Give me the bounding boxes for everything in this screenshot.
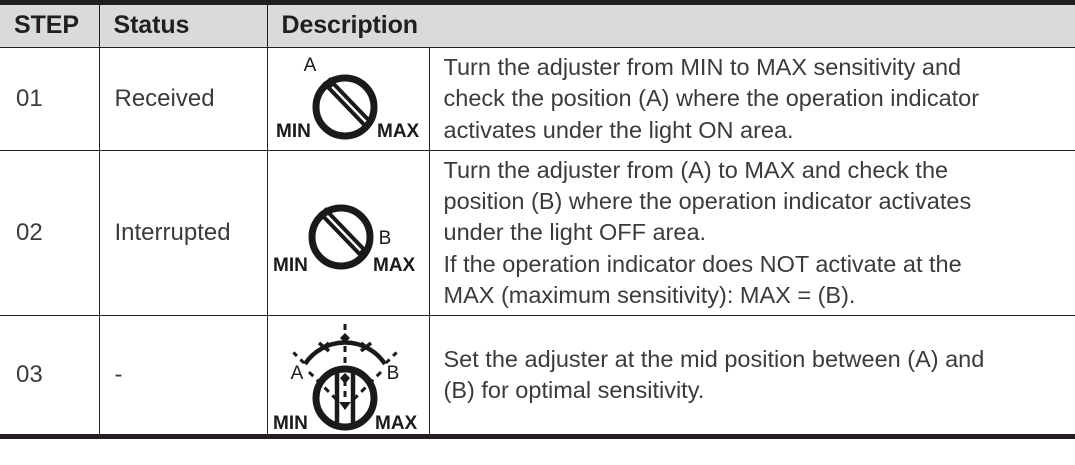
adjuster-procedure-table: STEP Status Description 01 Received A MI…: [0, 0, 1075, 439]
description-line: Turn the adjuster from MIN to MAX sensit…: [443, 54, 962, 80]
cell-status: Interrupted: [99, 150, 268, 317]
svg-text:B: B: [387, 363, 400, 384]
description-line: activates under the light ON area.: [443, 116, 794, 143]
adjuster-knob-position-b-icon: B MIN MAX: [268, 187, 429, 279]
table-row: 02 Interrupted B MIN MAX: [0, 150, 1075, 317]
description-line: If the operation indicator does NOT acti…: [443, 250, 962, 277]
description-line: MAX (maximum sensitivity): MAX = (B).: [443, 281, 856, 308]
header-row: STEP Status Description: [0, 0, 1075, 48]
column-header-status: Status: [99, 0, 268, 48]
description-line: position (B) where the operation indicat…: [443, 188, 972, 214]
cell-step: 02: [0, 150, 100, 317]
svg-text:MIN: MIN: [276, 121, 311, 142]
svg-text:MAX: MAX: [373, 255, 416, 276]
cell-step: 01: [0, 47, 100, 151]
cell-description: Turn the adjuster from MIN to MAX sensit…: [429, 47, 1075, 151]
cell-description: Turn the adjuster from (A) to MAX and ch…: [429, 150, 1075, 317]
description-line: under the light OFF area.: [443, 219, 707, 246]
table-row: 01 Received A MIN MAX: [0, 47, 1075, 151]
description-line: Turn the adjuster from (A) to MAX and ch…: [443, 156, 949, 183]
description-line: (B) for optimal sensitivity.: [443, 377, 705, 403]
adjuster-knob-position-a-icon: A MIN MAX: [268, 53, 429, 145]
cell-diagram: B MIN MAX: [267, 150, 430, 317]
column-header-description: Description: [267, 0, 1075, 48]
svg-text:B: B: [379, 228, 392, 249]
cell-description: Set the adjuster at the mid position bet…: [429, 315, 1075, 439]
svg-text:A: A: [304, 55, 317, 76]
cell-status: Received: [99, 47, 268, 151]
svg-text:MAX: MAX: [377, 121, 420, 142]
cell-step: 03: [0, 315, 100, 439]
table-row: 03 -: [0, 315, 1075, 439]
table-header: STEP Status Description: [0, 0, 1075, 48]
table-body: 01 Received A MIN MAX: [0, 47, 1075, 439]
svg-text:MIN: MIN: [273, 413, 308, 434]
column-header-step: STEP: [0, 0, 100, 48]
description-line: Set the adjuster at the mid position bet…: [443, 345, 985, 372]
adjuster-knob-mid-position-icon: A B: [268, 316, 429, 434]
svg-text:MAX: MAX: [375, 413, 418, 434]
cell-diagram: A B: [267, 315, 430, 439]
svg-text:A: A: [291, 363, 304, 384]
svg-text:MIN: MIN: [273, 255, 308, 276]
description-line: check the position (A) where the operati…: [443, 85, 980, 112]
cell-status: -: [99, 315, 268, 439]
cell-diagram: A MIN MAX: [267, 47, 430, 151]
